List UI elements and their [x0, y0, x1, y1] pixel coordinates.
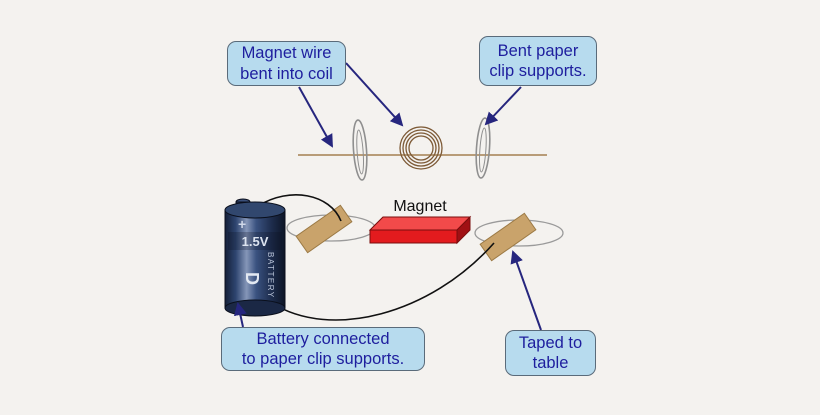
magnet-front-face — [369, 229, 458, 244]
callout-taped-to-table: Taped to table — [505, 330, 596, 376]
tape-left — [295, 204, 353, 254]
callout-magnet-wire-line2: bent into coil — [240, 64, 333, 83]
arrow-tape — [510, 250, 542, 331]
callout-battery: Battery connected to paper clip supports… — [221, 327, 425, 371]
battery: + 1.5V BATTERY D — [224, 198, 286, 317]
callout-battery-line2: to paper clip supports. — [241, 350, 405, 368]
magnet-side-face — [456, 215, 471, 245]
callout-paper-clips-line1: Bent paper — [497, 41, 579, 60]
arrow-battery — [233, 302, 247, 328]
battery-plus-label: + — [238, 216, 246, 232]
paper-clip-right — [475, 117, 491, 179]
magnet-top-face — [368, 216, 472, 231]
battery-voltage-label: 1.5V — [242, 234, 269, 249]
battery-bottom — [224, 299, 286, 317]
callout-battery-line1: Battery connected — [256, 329, 390, 348]
callout-taped-line1: Taped to — [518, 333, 583, 352]
callout-taped-line2: table — [532, 354, 569, 372]
arrow-coil-to-coil — [345, 62, 404, 127]
magnet-label: Magnet — [393, 198, 447, 215]
wire-to-left-support — [257, 194, 342, 222]
callout-paper-clips: Bent paper clip supports. — [479, 36, 597, 86]
callout-magnet-wire: Magnet wire bent into coil — [227, 41, 346, 86]
wire-to-right-support — [271, 242, 495, 321]
arrow-clips — [484, 86, 522, 126]
callout-paper-clips-line2: clip supports. — [489, 62, 587, 80]
coil — [399, 126, 443, 170]
battery-size-label: D — [242, 272, 262, 285]
battery-brand-label: BATTERY — [266, 252, 275, 299]
paper-clip-left — [352, 119, 368, 181]
arrow-coil-to-wire — [298, 86, 333, 148]
battery-top — [224, 201, 286, 219]
callout-magnet-wire-line1: Magnet wire — [241, 44, 332, 63]
battery-body — [224, 209, 286, 309]
magnet — [368, 215, 472, 245]
